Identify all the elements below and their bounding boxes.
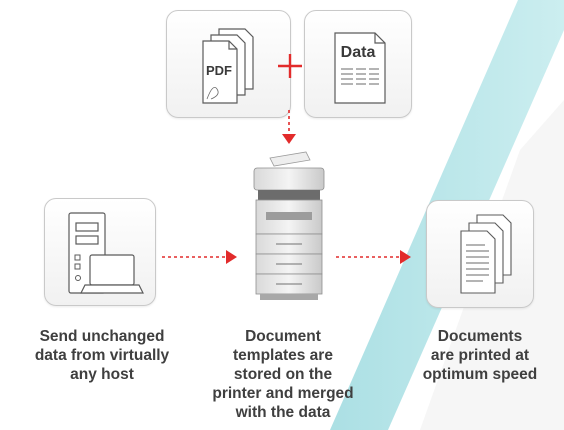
caption-printer: Document templates are stored on the pri… [188, 327, 378, 422]
printed-documents-stack-icon [460, 214, 512, 294]
caption-line: Documents [437, 328, 523, 345]
caption-line: any host [70, 366, 134, 383]
dashed-arrow-right-icon [162, 250, 237, 264]
data-label: Data [341, 44, 376, 61]
dashed-arrow-right-icon [336, 250, 411, 264]
computer-host-icon [68, 212, 144, 294]
caption-line: templates are [233, 347, 333, 364]
caption-host: Send unchanged data from virtually any h… [10, 327, 194, 384]
caption-line: printer and merged [212, 385, 354, 402]
caption-line: with the data [235, 404, 331, 421]
host-card [44, 198, 156, 306]
pdf-document-stack-icon: PDF [202, 28, 254, 104]
caption-line: optimum speed [422, 366, 538, 383]
data-document-icon: Data [334, 32, 386, 104]
caption-line: stored on the [233, 366, 333, 383]
data-card: Data [304, 10, 412, 118]
plus-icon [278, 54, 302, 78]
multifunction-printer-icon [253, 151, 325, 300]
caption-line: are printed at [430, 347, 530, 364]
pdf-card: PDF [166, 10, 291, 118]
caption-line: Document [245, 328, 321, 345]
caption-line: Send unchanged [39, 328, 165, 345]
pdf-label: PDF [206, 63, 232, 78]
caption-output: Documents are printed at optimum speed [398, 327, 562, 384]
caption-line: data from virtually [34, 347, 170, 364]
dashed-arrow-down-icon [282, 110, 296, 144]
output-card [426, 200, 534, 308]
